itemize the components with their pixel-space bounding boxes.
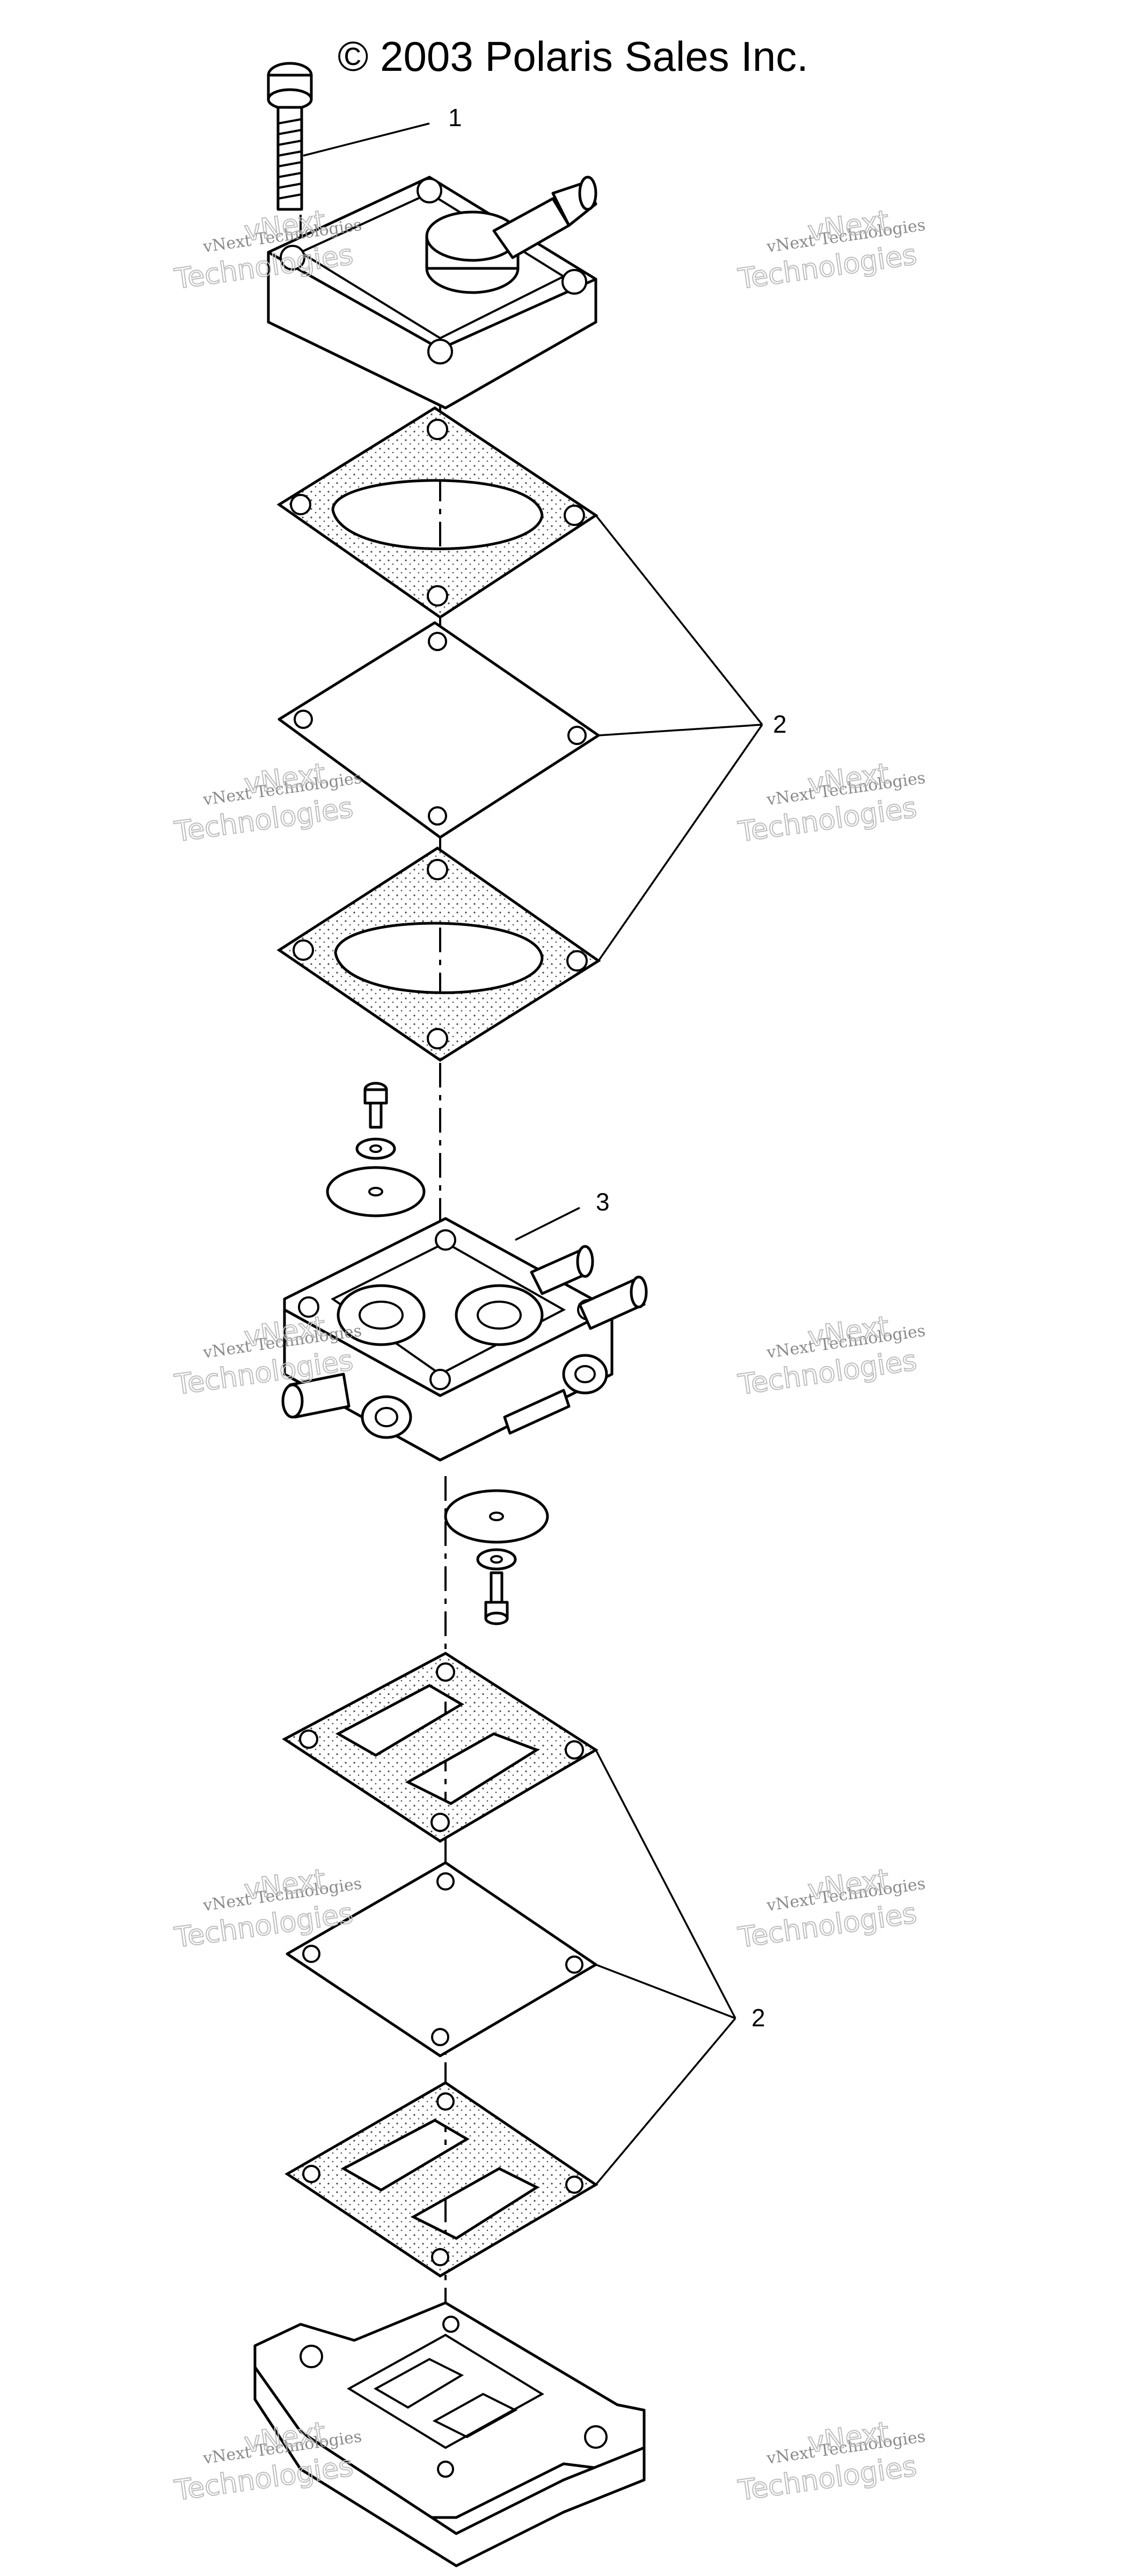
watermark-right-2: vNext Technologies Technologies vNext [735,757,926,849]
gasket-lower-2 [284,2081,598,2278]
callout-2-upper: 2 [773,710,787,738]
base-mounting-plate [253,2301,646,2567]
watermark-right-3: vNext Technologies Technologies vNext [735,1310,926,1402]
screw-part [267,62,313,211]
watermark-right-5: vNext Technologies Technologies vNext [735,2416,926,2508]
callout-1: 1 [448,104,462,132]
pump-body [281,1217,648,1462]
watermark-right-1: vNext Technologies Technologies vNext [735,204,926,296]
pump-top-cover [267,176,597,410]
upper-screw-washer-disc [326,1082,426,1217]
callout-3: 3 [596,1188,610,1216]
gasket-upper-2 [276,846,601,1062]
svg-text:vNext: vNext [806,205,891,248]
svg-text:vNext: vNext [806,1310,891,1354]
svg-text:vNext: vNext [806,1863,891,1907]
svg-text:vNext: vNext [242,757,327,801]
gasket-upper-1 [276,406,598,619]
watermark-left-2: vNext Technologies Technologies vNext [172,757,363,849]
svg-text:vNext: vNext [806,757,891,801]
leader-lines [303,122,763,2186]
watermark-left-4: vNext Technologies Technologies vNext [172,1863,363,1955]
gasket-lower-1 [282,1652,598,1843]
lower-disc-washer-screw [444,1489,549,1625]
svg-text:vNext: vNext [806,2416,891,2460]
copyright-title: © 2003 Polaris Sales Inc. [338,33,808,80]
callout-2-lower: 2 [751,2004,765,2032]
watermark-right-4: vNext Technologies Technologies vNext [735,1863,926,1955]
svg-text:vNext: vNext [242,1863,327,1907]
